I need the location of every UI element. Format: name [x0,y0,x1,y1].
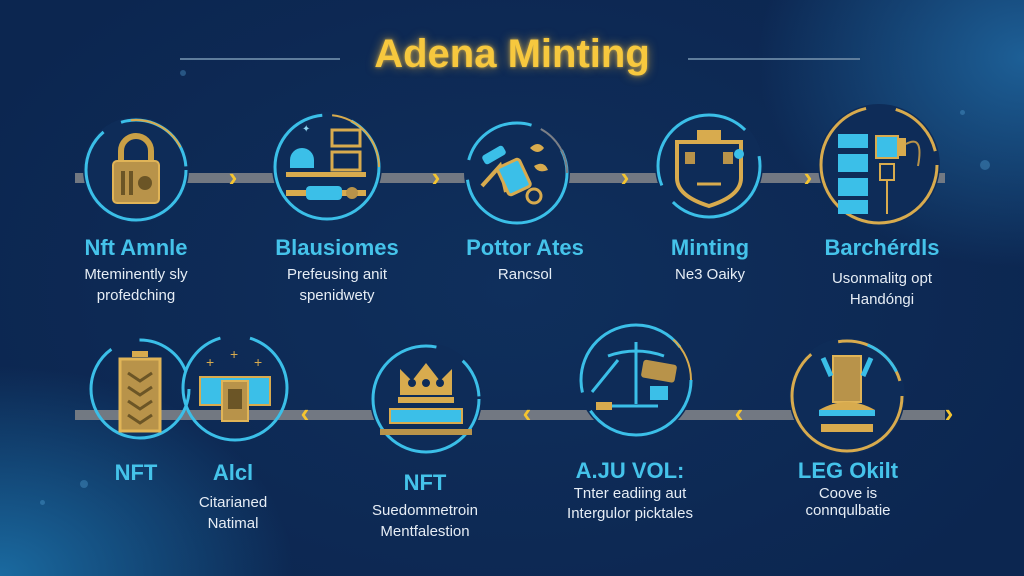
step-2-description-line-1: Prefeusing anit [286,266,388,283]
step-5-title: Barchérdls [824,235,940,260]
step-8-description-line-2: Mentfalestion [380,523,470,540]
step-6-title: NFT [114,460,158,485]
title-divider-right [688,58,860,60]
step-2-title: Blausiomes [275,235,399,260]
lock-icon [84,118,188,222]
step-6-circle [88,337,192,441]
svg-text:✦: ✦ [302,124,310,135]
step-8-circle [370,343,482,455]
svg-text:+: + [254,354,262,370]
step-1-title: Nft Amnle [84,235,188,260]
step-10-description-line-2: connqulbatie [805,502,891,519]
step-9-description-line-1: Tnter eadiing aut [573,485,687,502]
step-1-circle [83,117,189,223]
process-track-row-2 [75,410,945,420]
step-4-circle [655,112,763,220]
crown-icon [371,344,481,454]
chevron-left-icon: ‹ [300,398,310,428]
step-3-description-line-1: Rancsol [497,266,553,283]
step-9-description-line-2: Intergulor picktales [567,505,693,522]
step-2-description-line-2: spenidwety [299,287,375,304]
chevron-right-icon: › [620,162,630,192]
step-10-title: LEG Okilt [797,458,899,483]
step-7-description-line-2: Natimal [207,515,259,532]
background-sparkle [80,480,88,488]
tools-icon [465,121,569,225]
chevron-right-icon: › [228,162,238,192]
step-10-circle [789,338,905,454]
chevron-right-icon: › [431,162,441,192]
step-4-title: Minting [670,235,750,260]
tower-icon [790,339,904,453]
workstation-icon: ✦ [273,113,381,221]
step-4-description-line-1: Ne3 Oaiky [674,266,746,283]
step-1-description-line-2: profedching [96,287,176,304]
step-3-circle [464,120,570,226]
page-title: Adena Minting [374,32,650,76]
step-3-title: Pottor Ates [466,235,584,260]
step-8-description-line-1: Suedommetroin [372,502,478,519]
step-5-description-line-1: Usonmalitg opt [831,270,933,287]
background-sparkle [40,500,45,505]
scale-icon [579,323,693,437]
svg-text:+: + [230,346,238,362]
background-sparkle [960,110,965,115]
step-1-description-line-1: Mteminently sly [84,266,188,283]
chevron-left-icon: ‹ [734,398,744,428]
svg-text:+: + [206,354,214,370]
step-10-description-line-1: Coove is [818,485,878,502]
step-8-title: NFT [403,470,447,495]
step-7-description-line-1: Citarianed [198,494,268,511]
server-plug-icon [819,105,939,225]
step-9-circle [578,322,694,438]
card-hand-icon: + + + [181,334,289,442]
chevron-left-icon: ‹ [522,398,532,428]
shield-icon [656,113,762,219]
battery-icon [89,338,191,440]
title-banner: Adena Minting [0,22,1024,82]
step-7-circle: + + + [180,333,290,443]
chevron-right-icon: › [944,398,954,428]
step-2-circle: ✦ [272,112,382,222]
background-sparkle [180,70,186,76]
title-divider-left [180,58,340,60]
chevron-right-icon: › [803,162,813,192]
step-5-description-line-2: Handóngi [849,291,915,308]
step-7-title: Alcl [212,460,254,485]
step-9-title: A.JU VOL: [575,458,685,483]
step-5-circle [818,104,940,226]
background-sparkle [980,160,990,170]
